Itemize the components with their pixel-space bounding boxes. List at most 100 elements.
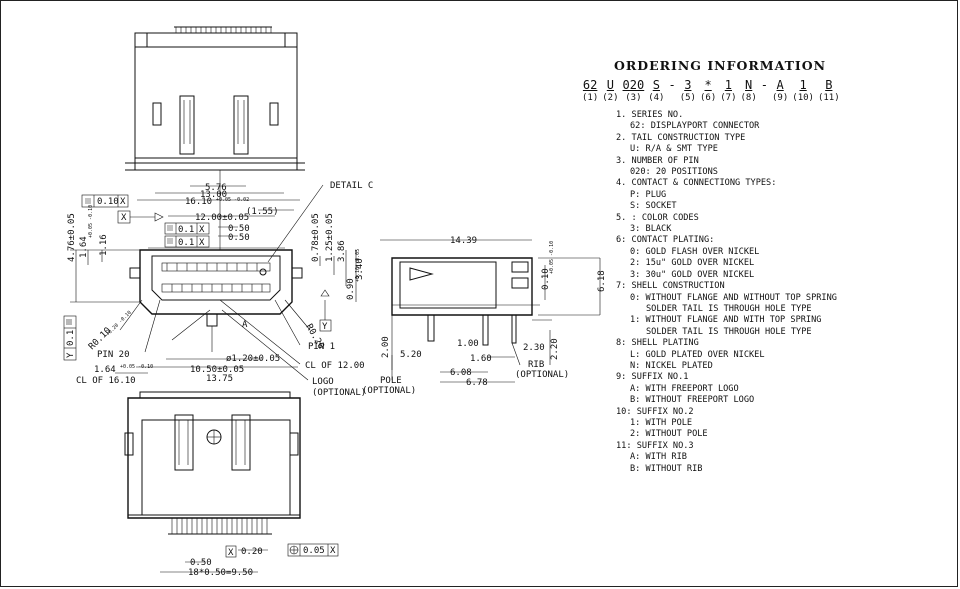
spec-item-option: 3: BLACK <box>630 224 672 235</box>
dim-0-78: 0.78±0.05 <box>311 213 321 262</box>
spec-item-option: 62: DISPLAYPORT CONNECTOR <box>630 121 760 132</box>
dim-phi-1-20: ø1.20±0.05 <box>226 354 280 364</box>
code-segment: A(9) <box>772 79 788 104</box>
bottom-dim-0-20: 0.20 <box>241 547 263 557</box>
bottom-fcf-ref: X <box>330 546 336 556</box>
spec-item-option: B: WITHOUT FREEPORT LOGO <box>630 395 755 406</box>
spec-item-title: 3. NUMBER OF PIN <box>616 155 699 166</box>
code-segment-number: (2) <box>602 93 619 103</box>
spec-item-title: 11: SUFFIX NO.3 <box>616 440 694 451</box>
code-segment-number: (9) <box>772 93 789 103</box>
front-view <box>129 170 303 352</box>
spec-item-option: A: WITH FREEPORT LOGO <box>630 383 739 394</box>
spec-item-option: A: WITH RIB <box>630 452 687 463</box>
dim-13-00: 13.00 <box>200 190 227 200</box>
dim-1-55: (1.55) <box>246 207 279 217</box>
code-segment: 62(1) <box>582 79 598 104</box>
spec-item-option: 0: WITHOUT FLANGE AND WITHOUT TOP SPRING <box>630 292 837 303</box>
dim-1-16: 1.16 <box>99 234 109 256</box>
fcf-1: 0.10 X <box>81 194 129 208</box>
pole-label: POLE <box>380 376 402 386</box>
spec-item-title: 5. : COLOR CODES <box>616 212 699 223</box>
bottom-fcf-value: 0.05 <box>303 546 325 556</box>
dim-0-90: 0.90 <box>346 278 356 300</box>
dim-6-78: 6.78 <box>466 378 488 388</box>
spec-item-title: 9: SUFFIX NO.1 <box>616 372 689 383</box>
fcf3-value: 0.1 <box>178 238 194 248</box>
fcf4-value: 0.1 <box>66 330 76 346</box>
code-segment-value: - <box>760 78 769 92</box>
bottom-dim-0-50: 0.50 <box>190 558 212 568</box>
dim-6-08: 6.08 <box>450 368 472 378</box>
code-segment: - <box>761 79 768 104</box>
dim-14-39: 14.39 <box>450 236 477 246</box>
code-segment: N(8) <box>741 79 757 104</box>
code-segment: *(6) <box>700 79 716 104</box>
dim-1-64-bottom: 1.64 <box>94 365 116 375</box>
dim-0-50-a: 0.50 <box>228 224 250 234</box>
cl-12-00-label: CL OF 12.00 <box>305 361 365 371</box>
dim-2-00: 2.00 <box>381 336 391 358</box>
dim-1-64: 1.64 <box>79 236 89 258</box>
fcf1-ref: X <box>120 197 126 207</box>
bottom-dim-pitch: 18*0.50=9.50 <box>188 568 253 578</box>
spec-item-title: 6: CONTACT PLATING: <box>616 235 715 246</box>
code-segment-value: S <box>652 78 660 92</box>
bottom-pin-comb <box>168 518 272 535</box>
spec-item-option: 0: GOLD FLASH OVER NICKEL <box>630 246 760 257</box>
spec-item: 1. SERIES NO.62: DISPLAYPORT CONNECTOR <box>616 110 952 133</box>
bottom-view <box>124 391 301 535</box>
code-segment-number: (10) <box>792 93 814 103</box>
spec-item-option: U: R/A & SMT TYPE <box>630 144 718 155</box>
code-segment-number: (6) <box>699 93 717 103</box>
rib-optional-label: (OPTIONAL) <box>515 370 569 380</box>
fcf2-ref: X <box>199 225 205 235</box>
top-view <box>125 26 305 171</box>
code-segment: 1(7) <box>720 79 736 104</box>
dim-3-86: 3.86 <box>337 240 347 262</box>
dim-0-10-tol: +0.05 -0.10 <box>549 241 555 274</box>
spec-item-option: 2: WITHOUT POLE <box>630 429 708 440</box>
dim-10-50: 10.50±0.05 <box>190 365 244 375</box>
code-segment: 020(3) <box>623 79 645 104</box>
spec-item-option: 020: 20 POSITIONS <box>630 167 718 178</box>
r-0-10-tol: +0.20 -0.10 <box>105 310 133 338</box>
spec-item-option: N: NICKEL PLATED <box>630 360 713 371</box>
label-a: A <box>242 320 248 330</box>
spec-item-option: 1: WITHOUT FLANGE AND WITH TOP SPRING <box>630 315 822 326</box>
datum-y-label: Y <box>322 322 328 332</box>
leader-lines <box>119 184 521 381</box>
dim-1-64-bottom-tol: +0.05 -0.10 <box>120 364 153 370</box>
dim-16-10-tol: +0.05 -0.02 <box>216 197 249 203</box>
dim-5-20: 5.20 <box>400 350 422 360</box>
spec-item-option: P: PLUG <box>630 189 667 200</box>
code-segment-value: A <box>776 78 784 92</box>
detail-c-label: DETAIL C <box>330 181 373 191</box>
code-segment-number: (5) <box>679 93 696 103</box>
fcf-3: 0.1 X <box>164 235 210 248</box>
datum-x-box: X <box>117 210 164 224</box>
code-segment-value: N <box>745 78 753 92</box>
spec-item-title: 4. CONTACT & CONNECTIONG TYPES: <box>616 178 777 189</box>
spec-item-title: 8: SHELL PLATING <box>616 338 699 349</box>
side-view <box>391 257 552 346</box>
code-segment-value: U <box>606 78 615 92</box>
rib-label: RIB <box>528 360 544 370</box>
code-segment-value: 62 <box>582 78 598 92</box>
dim-13-75: 13.75 <box>206 374 233 384</box>
spec-item-option: B: WITHOUT RIB <box>630 463 703 474</box>
pin-20-label: PIN 20 <box>97 350 130 360</box>
ordering-title: ORDERING INFORMATION <box>614 58 827 73</box>
dim-0-10: 0.10 <box>541 268 551 290</box>
top-pin-comb <box>174 26 272 33</box>
dim-1-00: 1.00 <box>457 339 479 349</box>
spec-item-option: 2: 15u" GOLD OVER NICKEL <box>630 258 755 269</box>
pole-optional-label: (OPTIONAL) <box>362 386 416 396</box>
dim-1-60: 1.60 <box>470 354 492 364</box>
